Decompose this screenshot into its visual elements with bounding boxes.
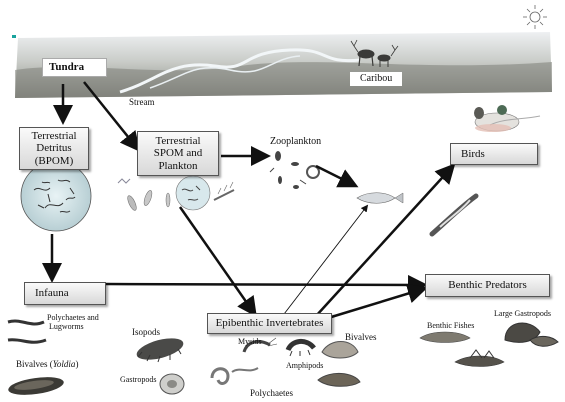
stream-label: Stream bbox=[129, 97, 155, 107]
arrow-infauna-to-predators bbox=[105, 274, 428, 295]
node-epibenthic-invertebrates: Epibenthic Invertebrates bbox=[207, 313, 332, 334]
fish-icon-benthic bbox=[419, 331, 505, 367]
label-bivalves: Bivalves bbox=[345, 332, 377, 342]
microbe-circle bbox=[20, 160, 92, 232]
arrow-spom-to-epibenthic bbox=[178, 206, 257, 318]
snail-icon-large bbox=[504, 322, 559, 347]
label-bivalves-yoldia-genus: Yoldia bbox=[52, 359, 76, 369]
label-polychaetes-lugworms: Polychaetes and Lugworms bbox=[47, 313, 99, 331]
label-amphipods: Amphipods bbox=[286, 361, 324, 370]
amphipod-icon bbox=[285, 339, 316, 357]
node-terrestrial-detritus-line1: Terrestrial bbox=[31, 129, 77, 142]
node-terrestrial-spom-line1: Terrestrial bbox=[155, 134, 201, 147]
arrow-epibenthic-to-predators bbox=[327, 283, 428, 320]
flow-arrows bbox=[42, 81, 456, 320]
node-terrestrial-detritus-line3: (BPOM) bbox=[34, 154, 74, 167]
arrow-epibenthic-to-fish bbox=[280, 204, 369, 319]
node-terrestrial-spom-line2: SPOM and bbox=[153, 147, 203, 160]
caribou-icon bbox=[350, 39, 399, 67]
zooplankton-icon bbox=[269, 151, 320, 189]
label-polychaetes-lugworms-line1: Polychaetes and bbox=[47, 313, 99, 322]
worm-icon-polychaete bbox=[210, 367, 259, 385]
shrimp-icon bbox=[242, 337, 278, 353]
label-benthic-fishes: Benthic Fishes bbox=[427, 321, 475, 330]
label-mysids: Mysids bbox=[238, 337, 262, 346]
arrow-epibenthic-to-birds bbox=[315, 163, 456, 317]
node-terrestrial-detritus: Terrestrial Detritus (BPOM) bbox=[19, 127, 89, 170]
node-benthic-predators: Benthic Predators bbox=[425, 274, 550, 297]
label-gastropods: Gastropods bbox=[120, 375, 157, 384]
node-terrestrial-detritus-line2: Detritus bbox=[36, 142, 72, 155]
worm-icon bbox=[7, 319, 47, 344]
isopod-icon bbox=[136, 338, 184, 363]
node-infauna: Infauna bbox=[24, 282, 106, 305]
arrow-tundra-to-spom bbox=[83, 81, 141, 152]
fish-icon bbox=[356, 192, 404, 204]
caribou-label: Caribou bbox=[350, 72, 403, 86]
label-polychaetes-lugworms-line2: Lugworms bbox=[49, 322, 84, 332]
arrow-zooplankton-to-fish bbox=[315, 164, 359, 188]
node-terrestrial-spom: Terrestrial SPOM and Plankton bbox=[137, 131, 219, 176]
sun-icon bbox=[523, 5, 547, 29]
label-large-gastropods: Large Gastropods bbox=[494, 309, 551, 318]
label-polychaetes: Polychaetes bbox=[250, 388, 293, 398]
label-isopods: Isopods bbox=[132, 327, 161, 337]
shell-icon bbox=[8, 377, 64, 395]
bird-icon bbox=[474, 105, 541, 132]
snail-icon bbox=[159, 373, 185, 395]
label-bivalves-yoldia: Bivalves (Yoldia) bbox=[16, 359, 78, 369]
tundra-landscape bbox=[12, 32, 552, 98]
node-terrestrial-spom-line3: Plankton bbox=[158, 159, 198, 172]
label-bivalves-yoldia-suffix: ) bbox=[75, 359, 79, 369]
zooplankton-label: Zooplankton bbox=[270, 136, 322, 147]
shell-icon-bivalves bbox=[317, 341, 361, 387]
plankton-cluster bbox=[117, 175, 235, 211]
diving-bird-icon bbox=[429, 193, 479, 237]
label-bivalves-yoldia-prefix: Bivalves ( bbox=[16, 359, 53, 369]
tundra-label: Tundra bbox=[42, 58, 108, 77]
node-birds: Birds bbox=[450, 143, 538, 165]
